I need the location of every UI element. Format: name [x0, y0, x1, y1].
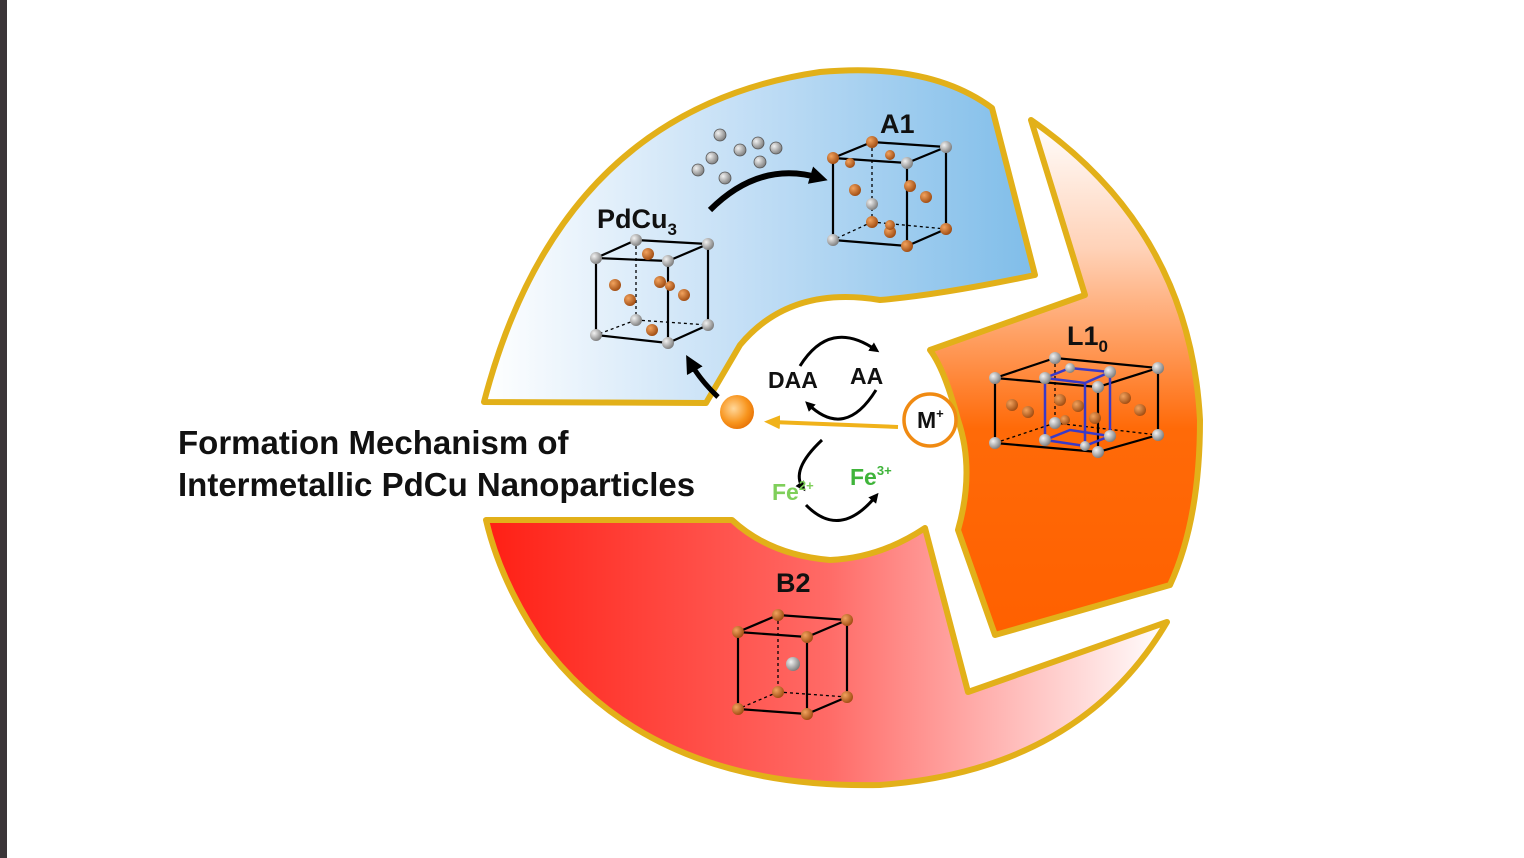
- arrow-pdcu3-to-a1: [707, 166, 828, 213]
- fe2-label: Fe2+: [772, 478, 814, 505]
- daa-label: DAA: [768, 367, 818, 393]
- arrow-ion-to-nanoparticle: [764, 415, 899, 430]
- free-atoms-cluster: [691, 128, 783, 185]
- title-line-1: Formation Mechanism of: [178, 424, 569, 461]
- b2-unit-cell: [732, 609, 853, 720]
- pdcu3-unit-cell: [590, 234, 714, 349]
- segment-b2: [483, 517, 1170, 789]
- center-redox-cycles: [795, 335, 880, 522]
- l10-label: L10: [1067, 321, 1108, 356]
- fe3-label: Fe3+: [850, 463, 892, 490]
- title-line-2: Intermetallic PdCu Nanoparticles: [178, 466, 696, 503]
- aa-label: AA: [850, 363, 883, 389]
- pdcu3-label: PdCu3: [597, 204, 677, 239]
- b2-label: B2: [776, 568, 811, 598]
- a1-label: A1: [880, 109, 915, 139]
- nanoparticle: [720, 395, 754, 429]
- segment-a1-pdcu3: [481, 67, 1038, 406]
- a1-unit-cell: [827, 136, 952, 252]
- metal-ion-label: M+: [917, 406, 944, 433]
- metal-ion-circle: [902, 392, 958, 448]
- window-left-edge: [0, 0, 7, 858]
- arrow-np-to-pdcu3: [686, 355, 720, 399]
- l10-unit-cell: [989, 352, 1164, 458]
